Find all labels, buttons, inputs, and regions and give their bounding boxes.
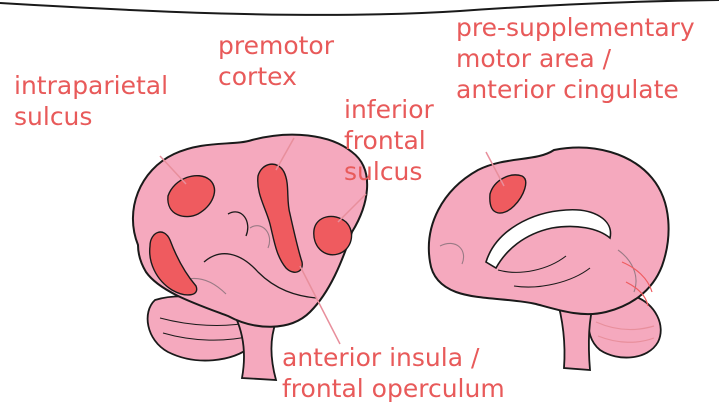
- medial-cerebrum: [429, 148, 669, 315]
- label-premotor-cortex: premotor cortex: [218, 30, 334, 92]
- label-intraparietal-sulcus: intraparietal sulcus: [14, 70, 168, 132]
- label-pre-sma-anterior-cingulate: pre-supplementary motor area / anterior …: [456, 12, 695, 105]
- label-anterior-insula-frontal-operculum: anterior insula / frontal operculum: [282, 342, 505, 404]
- label-inferior-frontal-sulcus: inferior frontal sulcus: [344, 94, 434, 187]
- inferior-frontal-sulcus-region: [314, 216, 352, 254]
- medial-brain-view: [429, 148, 669, 370]
